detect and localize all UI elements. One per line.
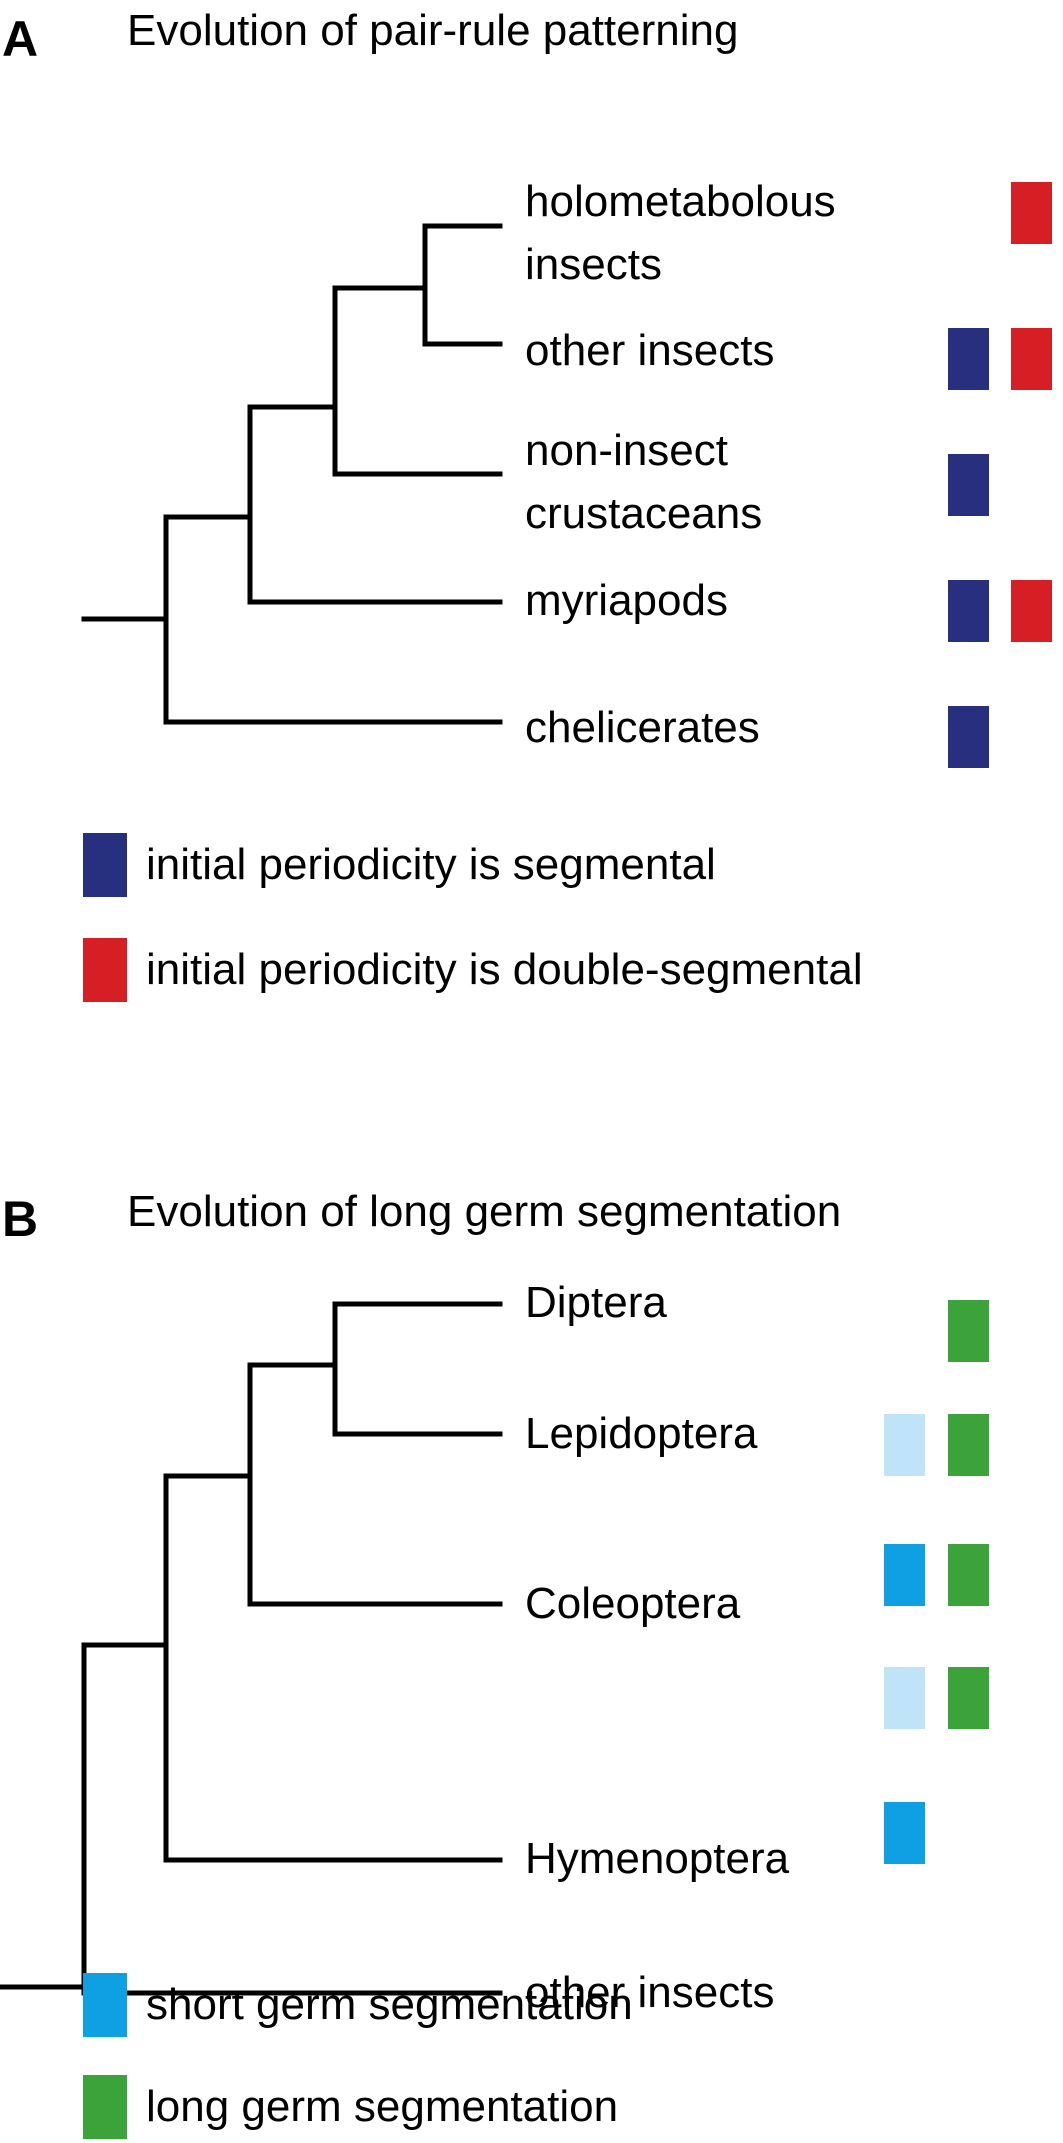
panel-letter-b: B bbox=[2, 1191, 39, 1247]
panel-b: B Evolution of long germ segmentation Di… bbox=[0, 1170, 1063, 2143]
marker-double-segmental bbox=[1011, 182, 1052, 244]
taxon-holometabolous-insects: holometabolous insects bbox=[525, 170, 836, 296]
taxon-myriapods: myriapods bbox=[525, 576, 728, 625]
legend-swatch-double-segmental bbox=[83, 938, 127, 1002]
taxon-lepidoptera: Lepidoptera bbox=[525, 1409, 758, 1458]
legend-label: initial periodicity is segmental bbox=[146, 840, 716, 889]
marker-long-germ bbox=[948, 1300, 989, 1362]
taxon-other-insects-a: other insects bbox=[525, 326, 775, 375]
taxon-other-insects-b: other insects bbox=[525, 1968, 775, 2017]
phylogeny-tree-a bbox=[81, 223, 503, 725]
panel-letter-a: A bbox=[2, 11, 39, 67]
panel-b-title: Evolution of long germ segmentation bbox=[127, 1187, 842, 1236]
legend-label: short germ segmentation bbox=[146, 1980, 633, 2029]
taxon-coleoptera: Coleoptera bbox=[525, 1579, 741, 1628]
panel-a-title: Evolution of pair-rule patterning bbox=[127, 6, 739, 55]
marker-short-germ bbox=[884, 1544, 925, 1606]
taxon-label-line: holometabolous bbox=[525, 177, 836, 226]
marker-long-germ bbox=[948, 1544, 989, 1606]
taxon-label-line: crustaceans bbox=[525, 489, 763, 538]
taxon-label-line: non-insect bbox=[525, 426, 729, 475]
marker-short-germ-light bbox=[884, 1667, 925, 1729]
legend-label: long germ segmentation bbox=[146, 2082, 619, 2131]
marker-short-germ-light bbox=[884, 1414, 925, 1476]
marker-double-segmental bbox=[1011, 328, 1052, 390]
taxon-diptera: Diptera bbox=[525, 1278, 667, 1327]
legend-label: initial periodicity is double-segmental bbox=[146, 945, 863, 994]
marker-double-segmental bbox=[1011, 580, 1052, 642]
marker-segmental bbox=[948, 580, 989, 642]
marker-long-germ bbox=[948, 1667, 989, 1729]
panel-a: A Evolution of pair-rule patterning holo… bbox=[2, 6, 1052, 1002]
taxon-non-insect-crustaceans: non-insect crustaceans bbox=[525, 419, 762, 545]
marker-long-germ bbox=[948, 1414, 989, 1476]
marker-segmental bbox=[948, 706, 989, 768]
marker-segmental bbox=[948, 454, 989, 516]
legend-swatch-short-germ bbox=[83, 1973, 127, 2037]
legend-swatch-segmental bbox=[83, 833, 127, 897]
taxon-label-line: insects bbox=[525, 240, 662, 289]
marker-segmental bbox=[948, 328, 989, 390]
marker-short-germ bbox=[884, 1802, 925, 1864]
taxon-hymenoptera: Hymenoptera bbox=[525, 1834, 790, 1883]
legend-swatch-long-germ bbox=[83, 2075, 127, 2139]
taxon-chelicerates: chelicerates bbox=[525, 703, 760, 752]
phylogeny-tree-b bbox=[0, 1301, 503, 1996]
